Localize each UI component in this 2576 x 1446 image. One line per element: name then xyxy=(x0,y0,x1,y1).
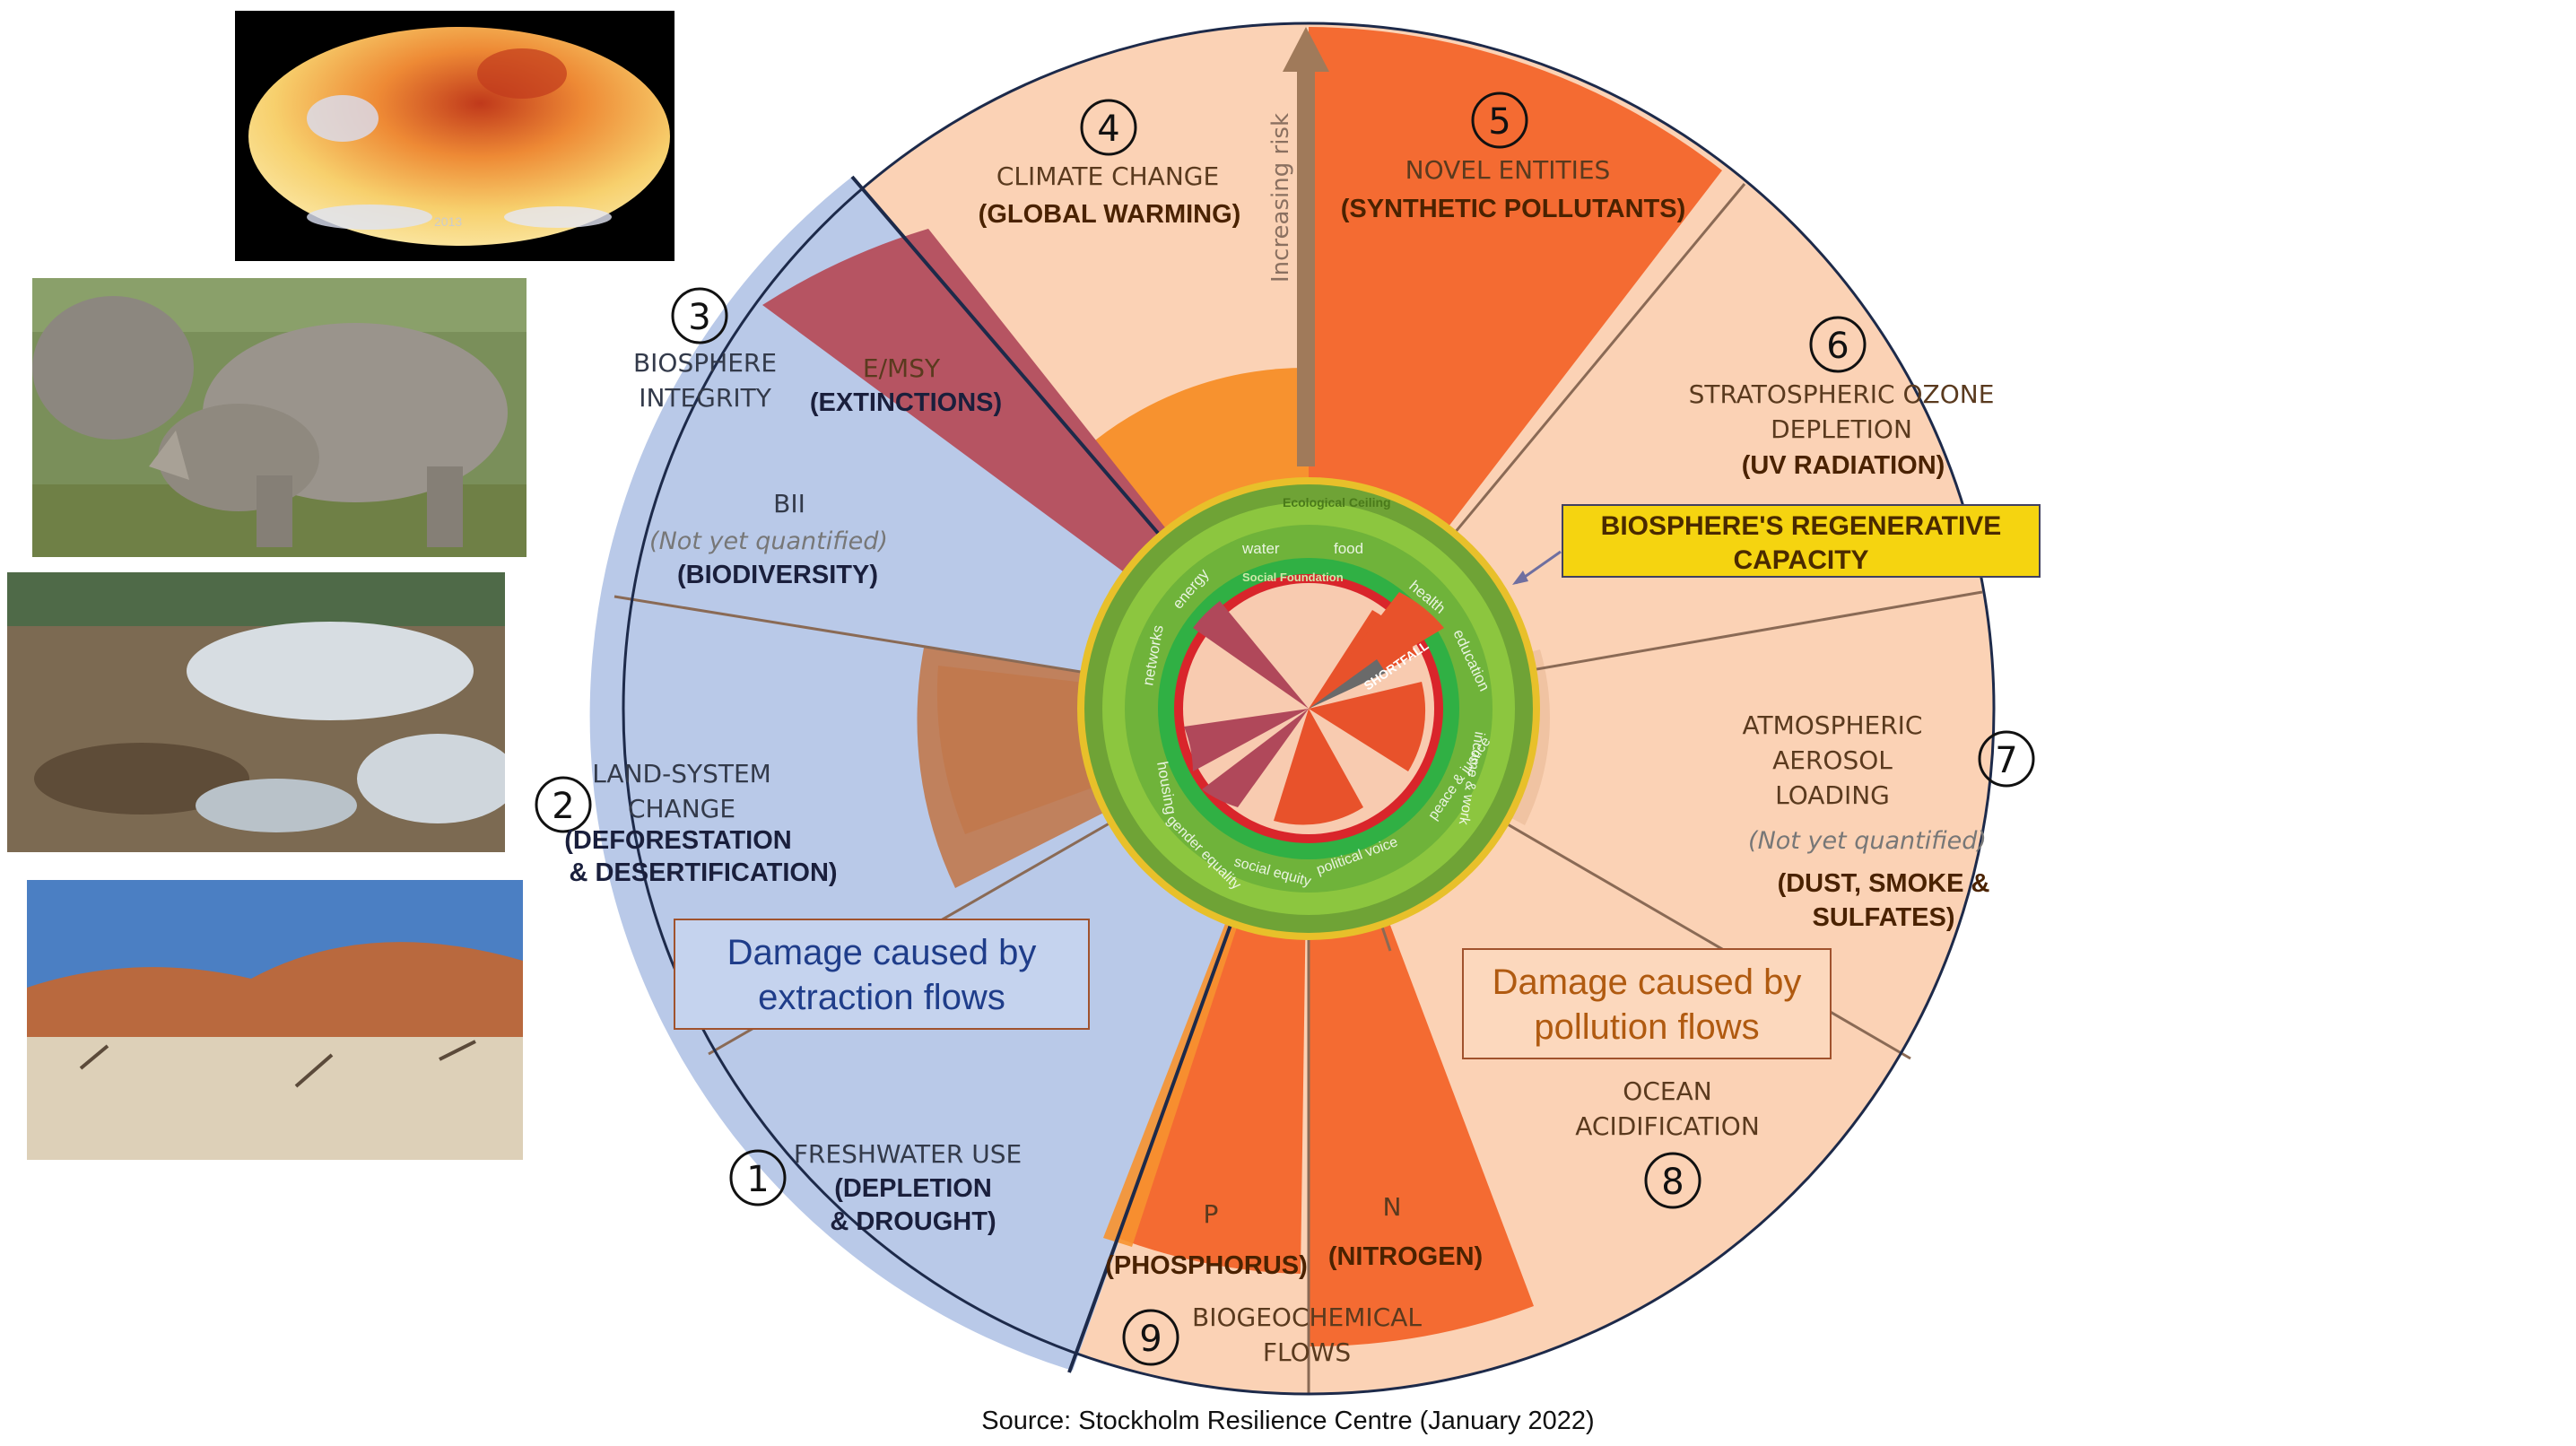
extraction-box-line-1: Damage caused by xyxy=(727,933,1037,972)
land-system-sub-1: (DEFORESTATION xyxy=(564,826,791,855)
climate-title: CLIMATE CHANGE xyxy=(996,161,1219,191)
map-year-label: 2013 xyxy=(434,214,462,229)
aerosol-title-3: LOADING xyxy=(1775,780,1890,810)
bii-label: BII xyxy=(773,489,805,518)
aerosol-title-1: ATMOSPHERIC xyxy=(1743,710,1923,740)
freshwater-sub-1: (DEPLETION xyxy=(834,1174,992,1203)
aerosol-note: (Not yet quantified) xyxy=(1748,827,1987,855)
ozone-title-2: DEPLETION xyxy=(1771,414,1912,444)
ocean-title-1: OCEAN xyxy=(1623,1076,1711,1106)
extraction-box-line-2: extraction flows xyxy=(758,978,1005,1017)
freshwater-title: FRESHWATER USE xyxy=(794,1139,1022,1169)
ozone-title-1: STRATOSPHERIC OZONE xyxy=(1689,379,1995,409)
climate-sub: (GLOBAL WARMING) xyxy=(979,200,1241,229)
deforestation-photo xyxy=(7,572,505,852)
callout-line-2: CAPACITY xyxy=(1733,545,1868,575)
social-foundation-label: Social Foundation xyxy=(1242,571,1344,584)
rhinoceros-photo xyxy=(32,278,527,557)
biosphere-title-1: BIOSPHERE xyxy=(633,348,777,378)
increasing-risk-label: Increasing risk xyxy=(1267,113,1294,283)
doughnut-economics-center: SHORTFALL Ecological Ceiling Social Foun… xyxy=(1077,477,1540,940)
phosphorus-label: P xyxy=(1204,1199,1219,1229)
ocean-title-2: ACIDIFICATION xyxy=(1575,1111,1760,1141)
callout-line-1: BIOSPHERE'S REGENERATIVE xyxy=(1601,511,2002,541)
boundary-number-1: 1 xyxy=(746,1159,769,1200)
aerosol-sub-2: SULFATES) xyxy=(1813,903,1955,932)
freshwater-sub-2: & DROUGHT) xyxy=(830,1207,996,1236)
source-caption: Source: Stockholm Resilience Centre (Jan… xyxy=(981,1407,1595,1435)
emsy-label: E/MSY xyxy=(863,353,941,383)
outer-circle-outline xyxy=(622,22,1996,1396)
land-system-title-2: CHANGE xyxy=(628,794,735,823)
sector-food: food xyxy=(1334,540,1363,557)
pollution-box-line-2: pollution flows xyxy=(1534,1007,1759,1047)
biogeochem-title-2: FLOWS xyxy=(1263,1337,1351,1367)
biosphere-title-2: INTEGRITY xyxy=(639,383,772,413)
increasing-risk-arrow xyxy=(1283,27,1329,466)
boundary-number-3: 3 xyxy=(688,297,710,338)
land-system-sub-2: & DESERTIFICATION) xyxy=(569,858,837,887)
global-temperature-map-image: 2013 xyxy=(235,11,674,261)
novel-sub: (SYNTHETIC POLLUTANTS) xyxy=(1341,195,1686,223)
desertification-photo xyxy=(27,880,523,1160)
aerosol-sub-1: (DUST, SMOKE & xyxy=(1778,869,1990,898)
shortfall-bars xyxy=(1274,592,1444,825)
boundary-number-6: 6 xyxy=(1826,326,1849,367)
ozone-sub: (UV RADIATION) xyxy=(1742,451,1945,480)
biogeochem-title-1: BIOGEOCHEMICAL xyxy=(1192,1302,1422,1332)
boundary-number-5: 5 xyxy=(1488,101,1510,143)
bii-note: (Not yet quantified) xyxy=(649,527,888,555)
aerosol-title-2: AEROSOL xyxy=(1772,745,1893,775)
nitrogen-label: N xyxy=(1383,1192,1402,1222)
land-system-title-1: LAND-SYSTEM xyxy=(592,759,771,788)
regenerative-capacity-callout xyxy=(1562,504,2041,578)
extraction-flows-box xyxy=(674,919,1090,1030)
boundary-numbers xyxy=(535,91,2035,1366)
overshoot-bars xyxy=(1184,601,1309,807)
pollution-flows-box xyxy=(1462,948,1832,1059)
boundary-number-7: 7 xyxy=(1995,740,2017,781)
novel-title: NOVEL ENTITIES xyxy=(1405,155,1611,185)
ecological-ceiling-label: Ecological Ceiling xyxy=(1283,495,1391,510)
sector-water: water xyxy=(1241,540,1280,557)
boundary-number-2: 2 xyxy=(552,786,574,827)
boundary-number-4: 4 xyxy=(1097,109,1119,150)
pollution-box-line-1: Damage caused by xyxy=(1493,963,1802,1002)
nitrogen-sub: (NITROGEN) xyxy=(1328,1242,1483,1271)
emsy-sub: (EXTINCTIONS) xyxy=(810,388,1002,417)
phosphorus-sub: (PHOSPHORUS) xyxy=(1105,1251,1308,1280)
boundary-number-9: 9 xyxy=(1139,1319,1162,1360)
boundary-number-8: 8 xyxy=(1661,1162,1684,1203)
bii-sub: (BIODIVERSITY) xyxy=(677,561,878,589)
